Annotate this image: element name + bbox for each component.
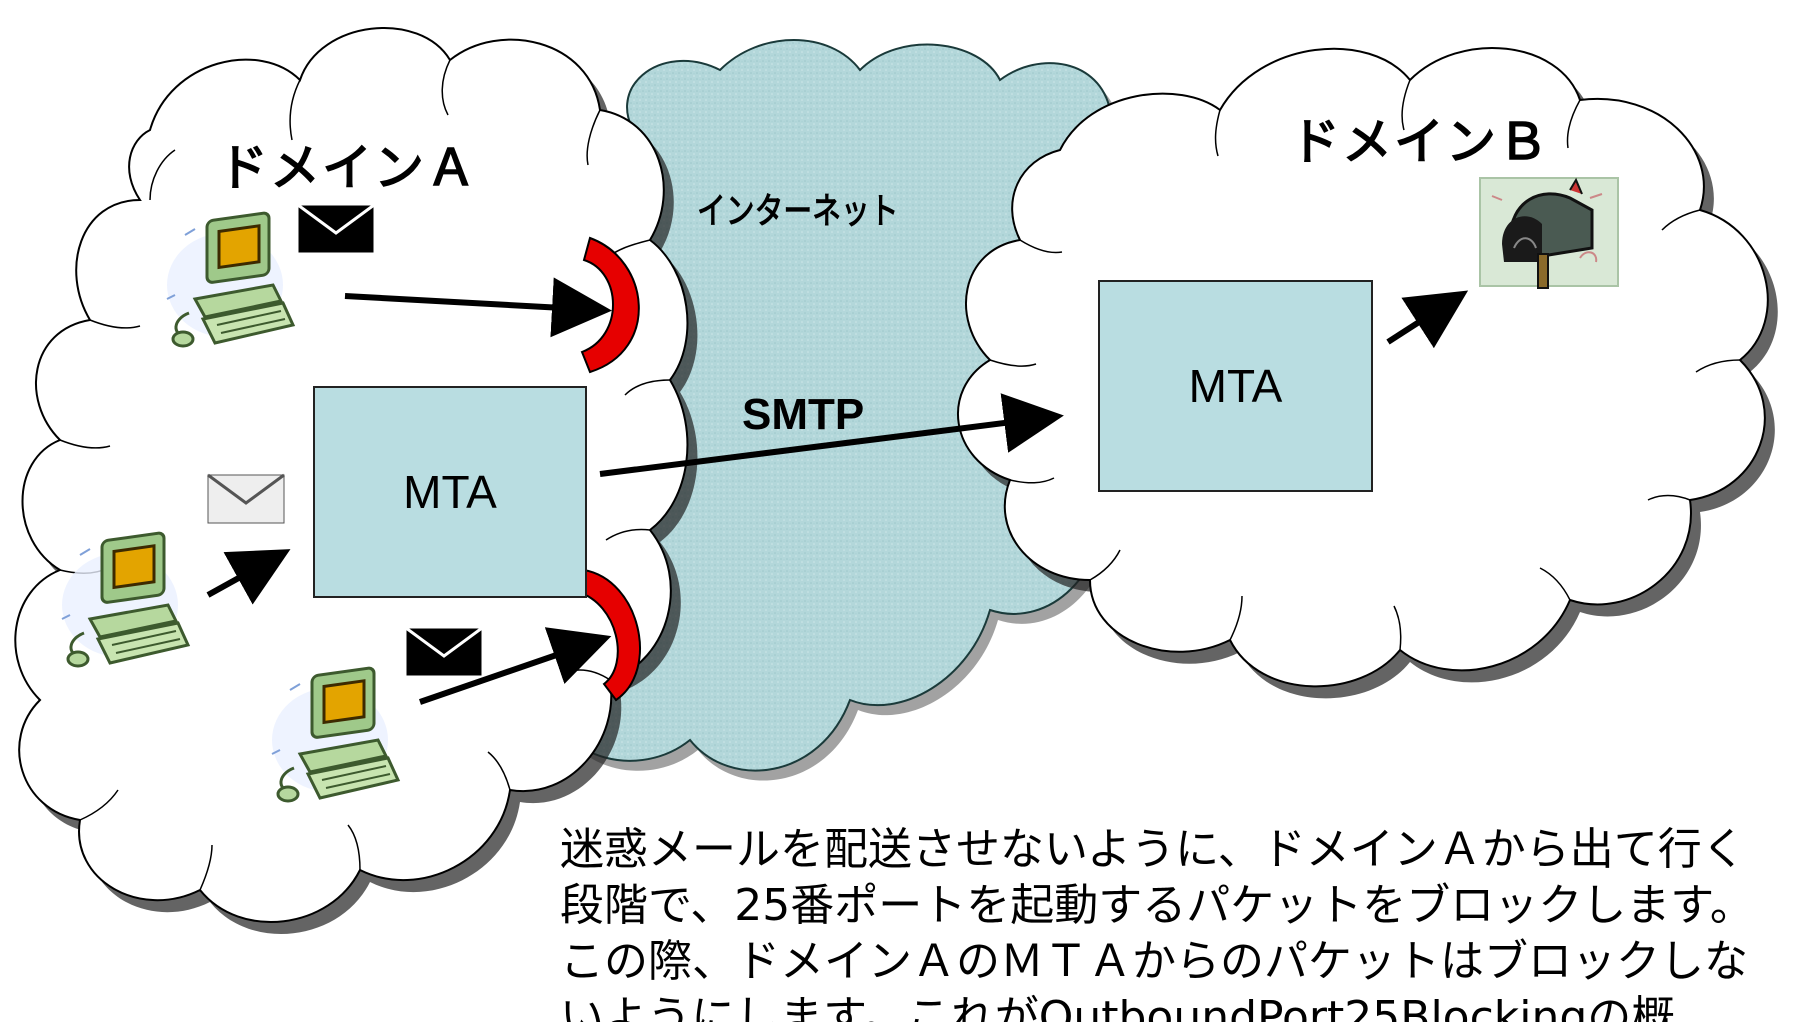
caption-line: 段階で、25番ポートを起動するパケットをブロックします。: [560, 880, 1754, 931]
smtp-arrow: [599, 393, 1064, 477]
client2-to-mta-arrow: [206, 549, 291, 605]
domain-b-title: ドメインＢ: [1290, 113, 1550, 171]
domain-a-title: ドメインＡ: [218, 139, 478, 197]
mta-to-mailbox-arrow: [1386, 290, 1469, 349]
domain-b-mta: MTA: [1098, 280, 1373, 492]
client1-to-block-arrow: [344, 277, 612, 338]
internet-title: インターネット: [697, 191, 899, 232]
caption-line: この際、ドメインＡのＭＴＡからのパケットはブロックしな: [560, 936, 1748, 987]
domain-a-mta-label: MTA: [403, 466, 497, 518]
client3-to-block-arrow: [419, 627, 612, 705]
caption: 迷惑メールを配送させないように、ドメインＡから出て行く 段階で、25番ポートを起…: [560, 822, 1790, 1022]
smtp-label: SMTP: [742, 390, 865, 439]
arrows: [206, 277, 1469, 705]
caption-line: いようにします。これがOutboundPort25Blockingの概: [560, 992, 1676, 1022]
caption-line: 迷惑メールを配送させないように、ドメインＡから出て行く: [560, 824, 1746, 875]
domain-a-mta: MTA: [313, 386, 587, 598]
envelope-icon-white: [206, 473, 286, 525]
block-icon-upper: [580, 236, 640, 374]
envelope-icon-black-top: [296, 203, 376, 255]
domain-b-mta-label: MTA: [1188, 360, 1283, 412]
envelope-icon-black-bottom: [404, 626, 484, 678]
mailbox-icon: [1479, 177, 1619, 289]
block-icon-lower: [576, 568, 641, 702]
